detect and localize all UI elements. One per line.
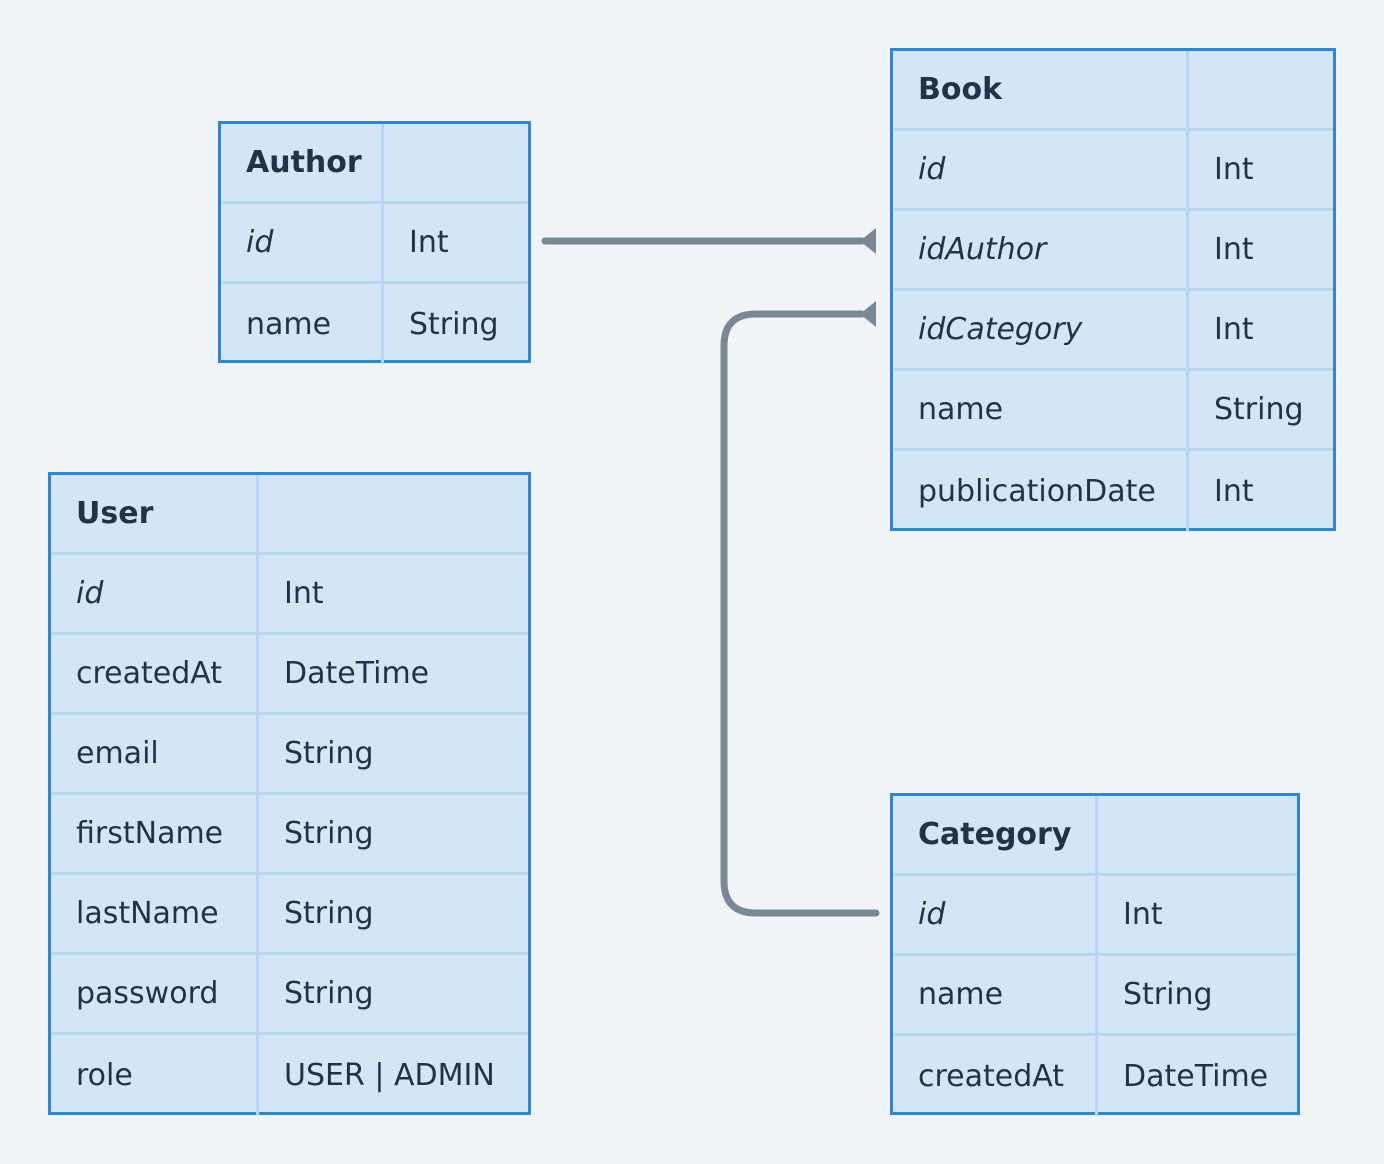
entity-header-blank — [259, 475, 528, 552]
field-row: firstName String — [51, 795, 528, 875]
entity-header-blank — [1098, 796, 1297, 873]
field-type: DateTime — [1123, 1058, 1269, 1094]
field-type: String — [409, 306, 499, 342]
entity-header: Book — [893, 51, 1333, 131]
connector-category-book — [720, 310, 880, 917]
field-row: idCategory Int — [893, 291, 1333, 371]
field-name: firstName — [51, 795, 259, 872]
entity-header-blank — [1189, 51, 1333, 128]
field-row: idAuthor Int — [893, 211, 1333, 291]
field-name: idAuthor — [893, 211, 1189, 288]
field-row: name String — [893, 956, 1297, 1036]
field-name: publicationDate — [893, 451, 1189, 531]
field-type: Int — [1214, 232, 1254, 267]
field-name: createdAt — [893, 1036, 1098, 1116]
field-type: Int — [409, 225, 449, 260]
field-type: String — [284, 736, 374, 771]
entity-author[interactable]: Author id Int name String — [218, 121, 531, 364]
field-row: password String — [51, 955, 528, 1035]
entity-header: User — [51, 475, 528, 555]
field-row: name String — [221, 284, 528, 364]
entity-title: User — [51, 475, 259, 552]
field-type: String — [1123, 977, 1213, 1012]
field-type: String — [284, 896, 374, 931]
field-name: lastName — [51, 875, 259, 952]
entity-title: Category — [893, 796, 1098, 873]
field-type: USER | ADMIN — [284, 1057, 495, 1093]
connector-author-book-arrowhead — [860, 228, 876, 254]
field-type: String — [284, 976, 374, 1011]
field-name: role — [51, 1035, 259, 1115]
field-row: name String — [893, 371, 1333, 451]
field-row: createdAt DateTime — [893, 1036, 1297, 1116]
connector-category-book-arrowhead — [860, 301, 876, 327]
field-row: createdAt DateTime — [51, 635, 528, 715]
field-type: Int — [1214, 473, 1254, 509]
field-type: DateTime — [284, 656, 430, 691]
entity-header-blank — [384, 124, 528, 201]
field-name: email — [51, 715, 259, 792]
field-row: lastName String — [51, 875, 528, 955]
field-type: Int — [284, 576, 324, 611]
field-name: idCategory — [893, 291, 1189, 368]
field-type: Int — [1214, 152, 1254, 187]
field-name: id — [893, 131, 1189, 208]
entity-user[interactable]: User id Int createdAt DateTime email Str… — [48, 472, 531, 1115]
field-row: role USER | ADMIN — [51, 1035, 528, 1115]
field-type: Int — [1214, 312, 1254, 347]
entity-header: Author — [221, 124, 528, 204]
field-row: id Int — [221, 204, 528, 284]
field-row: id Int — [893, 131, 1333, 211]
field-name: name — [893, 371, 1189, 448]
field-name: name — [893, 956, 1098, 1033]
field-name: id — [893, 876, 1098, 953]
entity-header: Category — [893, 796, 1297, 876]
field-type: String — [284, 816, 374, 851]
field-name: id — [221, 204, 384, 281]
field-row: id Int — [893, 876, 1297, 956]
field-name: password — [51, 955, 259, 1032]
field-type: Int — [1123, 897, 1163, 932]
field-name: createdAt — [51, 635, 259, 712]
entity-book[interactable]: Book id Int idAuthor Int idCategory Int … — [890, 48, 1336, 531]
field-row: publicationDate Int — [893, 451, 1333, 531]
field-type: String — [1214, 392, 1304, 427]
entity-category[interactable]: Category id Int name String createdAt Da… — [890, 793, 1300, 1116]
entity-title: Author — [221, 124, 384, 201]
field-name: id — [51, 555, 259, 632]
field-row: id Int — [51, 555, 528, 635]
entity-title: Book — [893, 51, 1189, 128]
field-name: name — [221, 284, 384, 364]
field-row: email String — [51, 715, 528, 795]
